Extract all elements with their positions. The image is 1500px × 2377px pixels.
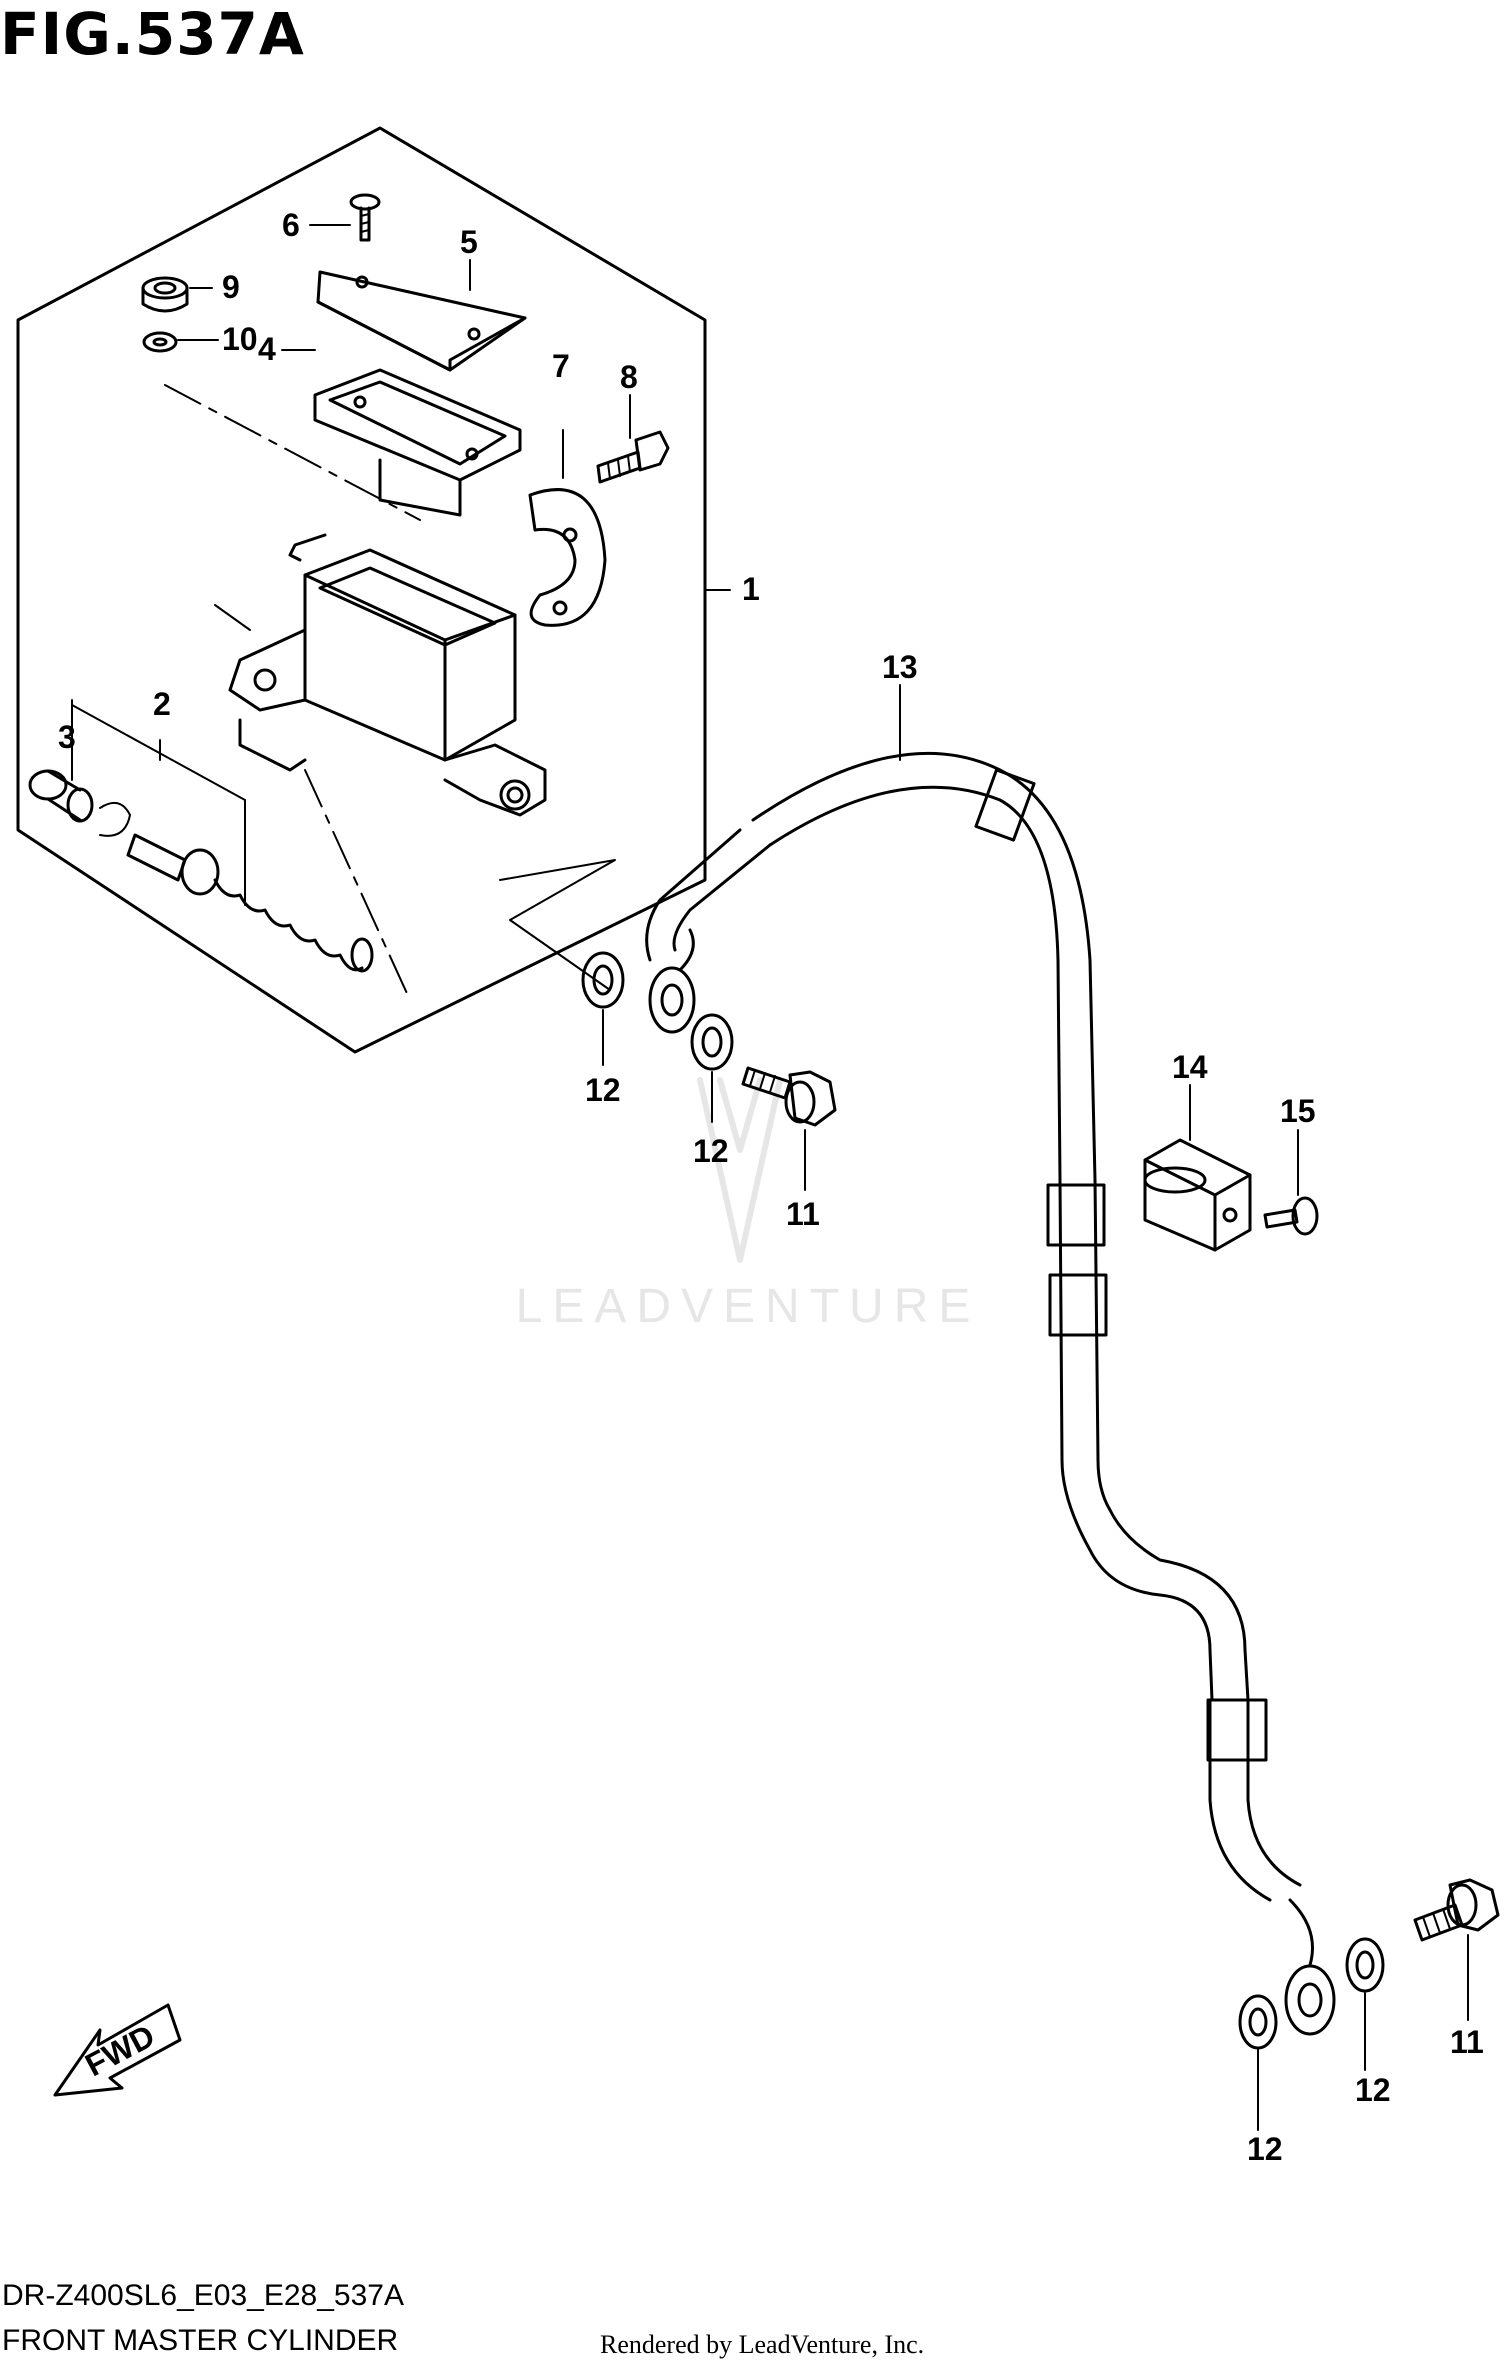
part-8-bolt (596, 430, 670, 484)
part-6-screw (349, 193, 381, 242)
leader-assembly-a (164, 384, 421, 521)
washer-12-upper-b (690, 1013, 734, 1071)
leader-assembly-d (499, 859, 616, 991)
callout-11-lower: 11 (1450, 2024, 1484, 2060)
callout-12-upper-a: 12 (585, 1072, 621, 1108)
part-7-clamp (528, 488, 607, 627)
leader-2-3 (71, 699, 246, 906)
part-4-diaphragm (313, 368, 522, 517)
leader-assembly-c (214, 604, 251, 631)
washer-12-upper-a (581, 951, 625, 1009)
callout-15: 15 (1280, 1093, 1316, 1129)
washer-12-lower-a (1238, 1994, 1278, 2050)
leader-assembly-b (304, 769, 411, 1001)
callout-4: 4 (258, 331, 276, 367)
assembly-outline (16, 126, 707, 1054)
part-9-boot (141, 276, 189, 313)
watermark-text: LEADVENTURE (516, 1280, 981, 1333)
callout-6: 6 (282, 207, 300, 243)
callout-9: 9 (222, 269, 240, 305)
callout-12-upper-b: 12 (693, 1133, 729, 1169)
model-code: DR-Z400SL6_E03_E28_537A (2, 2279, 404, 2312)
union-bolt-11-lower (1413, 1878, 1500, 1942)
washer-12-lower-b (1345, 1937, 1385, 1993)
master-cylinder-body (228, 533, 547, 817)
callout-1: 1 (742, 571, 760, 607)
callout-10: 10 (222, 321, 258, 357)
callout-3: 3 (58, 719, 76, 755)
callout-13: 13 (882, 649, 918, 685)
part-10-washer (142, 331, 178, 353)
part-15-screw (1263, 1196, 1319, 1236)
part-5-cap (316, 270, 527, 372)
callout-5: 5 (460, 224, 478, 260)
callout-14: 14 (1172, 1049, 1208, 1085)
callout-8: 8 (620, 359, 638, 395)
brake-hose (645, 751, 1336, 2036)
figure-title: FIG.537A (0, 0, 305, 68)
watermark-logo (697, 1077, 783, 1263)
callout-2: 2 (153, 686, 171, 722)
union-bolt-11-upper (741, 1066, 837, 1127)
callout-11-upper: 11 (786, 1196, 820, 1232)
callout-12-lower-a: 12 (1247, 2131, 1283, 2167)
part-3-cup (28, 769, 131, 837)
callout-7: 7 (552, 348, 570, 384)
fwd-arrow: FWD (53, 2003, 182, 2097)
part-2-piston-kit (126, 833, 374, 973)
render-credit: Rendered by LeadVenture, Inc. (600, 2330, 925, 2359)
part-14-hose-clamp (1143, 1138, 1252, 1252)
assembly-name: FRONT MASTER CYLINDER (2, 2324, 399, 2357)
callout-12-lower-b: 12 (1355, 2072, 1391, 2108)
